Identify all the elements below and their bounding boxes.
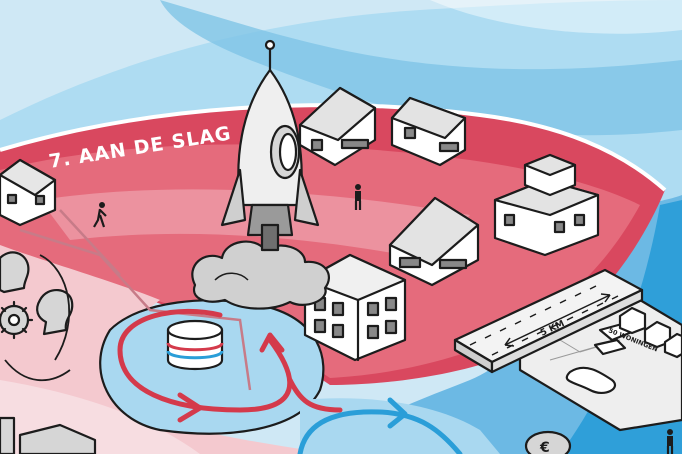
smoke-cloud-icon — [191, 240, 330, 310]
red-arrowhead-up — [259, 332, 285, 353]
svg-text:€: € — [539, 440, 550, 454]
road-line — [19, 228, 252, 391]
red-loop-tail — [287, 377, 343, 413]
rocket-icon — [220, 39, 320, 252]
ruler-icon: 5 KM — [453, 268, 644, 374]
building-icon-front — [303, 253, 407, 362]
house-icon-top-1 — [298, 86, 377, 167]
blue-arrowhead — [387, 397, 408, 429]
house-icon-middle — [388, 196, 480, 287]
red-arrowhead-left — [177, 392, 203, 423]
mini-houses-icon — [618, 306, 682, 359]
head-icon-2 — [36, 289, 74, 336]
battery-storage-icon — [166, 319, 224, 370]
sea-highlight — [430, 0, 682, 34]
building-icon-right — [493, 153, 600, 257]
road-line-2 — [59, 209, 121, 276]
person-icon-1 — [93, 202, 107, 228]
cluster-arc-2 — [4, 359, 71, 382]
euro-coin-icon: € — [524, 430, 572, 454]
person-icon-2 — [354, 184, 362, 210]
person-icon-3 — [666, 429, 674, 454]
stack-icon-bottom-left — [0, 416, 97, 454]
cluster-arc — [39, 254, 71, 361]
house-icon-top-2 — [390, 96, 467, 167]
sea-band-wave — [160, 0, 682, 136]
head-icon-1 — [0, 251, 30, 294]
red-loop-arrow — [117, 308, 293, 413]
gear-icon — [0, 300, 34, 340]
house-icon-left — [0, 158, 57, 227]
blue-loop-arrow — [297, 409, 463, 454]
